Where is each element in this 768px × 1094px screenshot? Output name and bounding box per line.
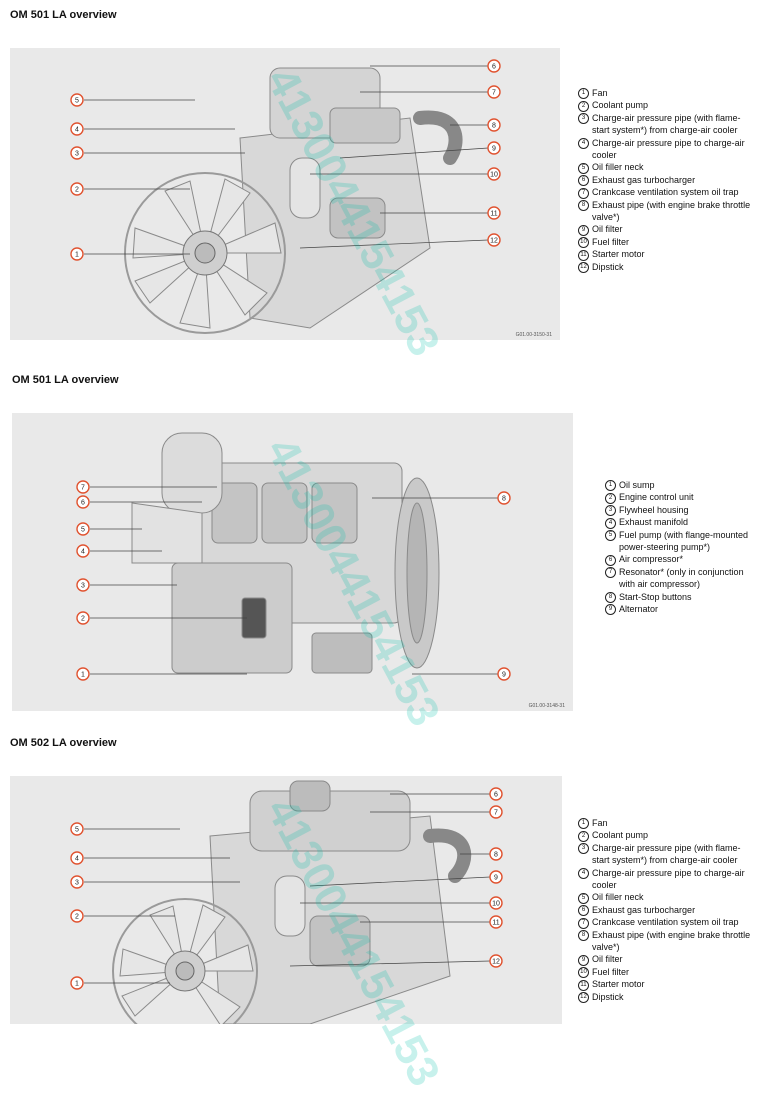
- engine-illustration-1: 5 4 3 2 1 6 7 8 9 10 11 12: [70, 59, 501, 334]
- fan: [124, 172, 286, 334]
- callout-8: 8: [492, 123, 496, 130]
- callout-5: 5: [81, 527, 85, 534]
- callout-9: 9: [494, 875, 498, 882]
- callout-6: 6: [492, 64, 496, 71]
- figure-1-engine-front-view: 5 4 3 2 1 6 7 8 9 10 11 12 G01.00-3150-3…: [10, 48, 560, 340]
- callout-3: 3: [75, 880, 79, 887]
- fan: [112, 898, 258, 1024]
- engine-block-side: [131, 432, 440, 674]
- callout-6: 6: [494, 792, 498, 799]
- figure-1-code: G01.00-3150-31: [515, 332, 552, 338]
- callout-8: 8: [494, 852, 498, 859]
- callout-12: 12: [492, 959, 500, 966]
- callout-12: 12: [490, 238, 498, 245]
- figure-3-engine-front-view: 5 4 3 2 1 6 7 8 9 10 11 12: [10, 776, 562, 1024]
- callout-8: 8: [502, 496, 506, 503]
- engine-illustration-3: 5 4 3 2 1 6 7 8 9 10 11 12: [70, 780, 503, 1024]
- engine-illustration-2: 7 6 5 4 3 2 1 8 9: [76, 432, 511, 681]
- callout-4: 4: [75, 856, 79, 863]
- callout-3: 3: [75, 151, 79, 158]
- callout-6: 6: [81, 500, 85, 507]
- callout-11: 11: [492, 920, 499, 927]
- section-3-title: OM 502 LA overview: [10, 737, 117, 749]
- callout-7: 7: [492, 90, 496, 97]
- figure-2-code: G01.00-3148-31: [528, 703, 565, 709]
- figure-2-engine-side-view: 7 6 5 4 3 2 1 8 9 G01.00-3148-31: [12, 413, 573, 711]
- callout-2: 2: [75, 187, 79, 194]
- callout-11: 11: [490, 211, 497, 218]
- engine-block: [239, 67, 463, 329]
- section-1-title: OM 501 LA overview: [10, 9, 117, 21]
- callout-10: 10: [492, 901, 500, 908]
- callout-1: 1: [81, 672, 85, 679]
- callout-2: 2: [75, 914, 79, 921]
- callout-7: 7: [494, 810, 498, 817]
- callout-3: 3: [81, 583, 85, 590]
- callout-4: 4: [75, 127, 79, 134]
- callout-10: 10: [490, 172, 498, 179]
- callout-2: 2: [81, 616, 85, 623]
- callout-1: 1: [75, 981, 79, 988]
- callout-9: 9: [502, 672, 506, 679]
- section-2-title: OM 501 LA overview: [12, 374, 119, 386]
- callout-9: 9: [492, 146, 496, 153]
- engine-block-502: [209, 780, 472, 1024]
- callout-5: 5: [75, 827, 79, 834]
- callout-7: 7: [81, 485, 85, 492]
- callout-1: 1: [75, 252, 79, 259]
- callout-5: 5: [75, 98, 79, 105]
- callout-4: 4: [81, 549, 85, 556]
